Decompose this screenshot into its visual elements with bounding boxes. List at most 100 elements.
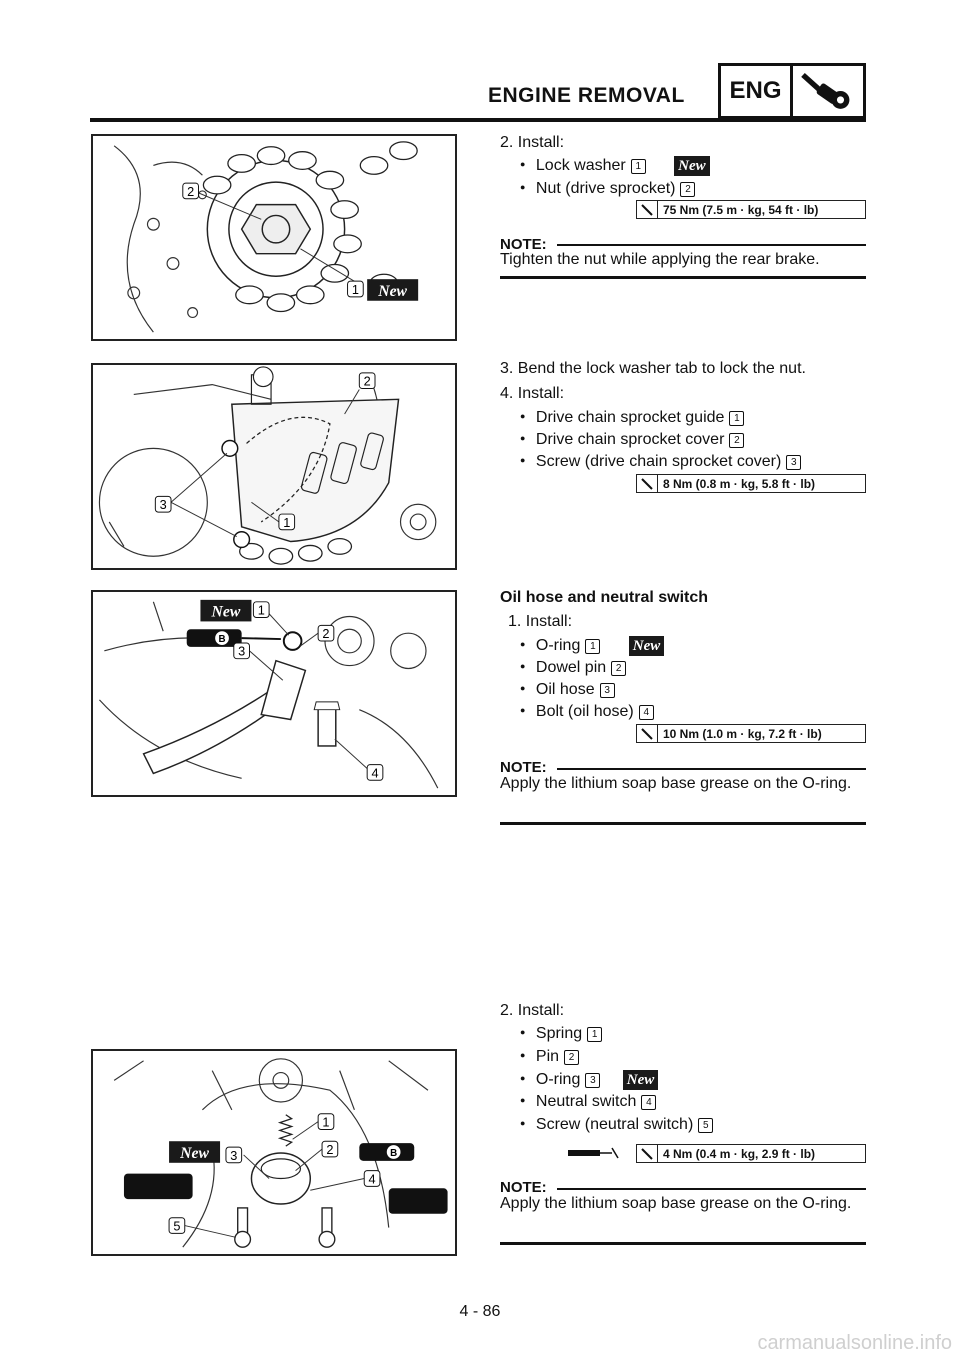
callout-4: 4: [369, 1171, 376, 1186]
torque-value: 4 Nm (0.4 m · kg, 2.9 ft · lb): [663, 1146, 816, 1161]
torque-wrench-icon: [637, 475, 658, 492]
header-rule: [90, 118, 866, 122]
callout-2: 2: [322, 626, 329, 641]
new-tag: New: [211, 604, 241, 621]
torque-wrench-icon: [637, 725, 658, 742]
item-label: O-ring: [535, 637, 581, 654]
item-number: 1: [630, 159, 646, 174]
callout-3: 3: [230, 1148, 237, 1163]
item-label: Dowel pin: [535, 659, 607, 676]
figure-neutral-switch: B New 1 2 3 4 5: [91, 1049, 457, 1256]
engine-wrench-icon: [790, 63, 866, 119]
item-number: 5: [698, 1118, 714, 1133]
page-number: 4 - 86: [459, 1303, 501, 1320]
callout-2: 2: [326, 1142, 333, 1157]
list-item: Bolt (oil hose) 4: [520, 703, 654, 721]
item-label: Neutral switch: [535, 1093, 637, 1110]
callout-4: 4: [371, 765, 378, 780]
new-tag: New: [179, 1145, 209, 1162]
item-label: Screw (drive chain sprocket cover): [535, 453, 782, 470]
item-number: 2: [564, 1050, 580, 1065]
note-end-rule: [500, 276, 866, 279]
torque-value: 8 Nm (0.8 m · kg, 5.8 ft · lb): [663, 476, 816, 491]
new-tag: New: [674, 156, 710, 176]
list-item: Nut (drive sprocket) 2: [520, 180, 696, 198]
step-install-2: 2. Install:: [500, 1002, 565, 1019]
callout-3: 3: [238, 644, 245, 659]
note-label: NOTE:: [500, 759, 547, 776]
item-number: 2: [680, 182, 696, 197]
list-item: Spring 1: [520, 1025, 603, 1043]
item-label: Bolt (oil hose): [535, 703, 634, 720]
list-item: Lock washer 1 New: [520, 156, 710, 176]
torque-wrench-icon: [637, 201, 658, 218]
item-number: 4: [641, 1095, 657, 1110]
note-end-rule: [500, 822, 866, 825]
new-tag: New: [377, 283, 407, 300]
note-rule: [557, 244, 866, 246]
section-title: Oil hose and neutral switch: [500, 589, 709, 606]
note-rule: [557, 768, 866, 770]
note-text: Apply the lithium soap base grease on th…: [500, 775, 852, 792]
item-number: 1: [587, 1027, 603, 1042]
note-text: Tighten the nut while applying the rear …: [500, 251, 820, 268]
callout-5: 5: [173, 1218, 180, 1233]
list-item: Oil hose 3: [520, 681, 615, 699]
note-end-rule: [500, 1242, 866, 1245]
list-item: Dowel pin 2: [520, 659, 627, 677]
item-number: 3: [585, 1073, 601, 1088]
figure-sprocket-cover: 2 3 1: [91, 363, 457, 570]
step-install-1: 1. Install:: [508, 613, 573, 630]
note-text: Apply the lithium soap base grease on th…: [500, 1195, 852, 1212]
grease-b-label: B: [218, 634, 225, 645]
note-rule: [557, 1188, 866, 1190]
note-label: NOTE:: [500, 236, 547, 253]
item-label: Spring: [535, 1025, 583, 1042]
list-item: O-ring 3 New: [520, 1070, 659, 1090]
torque-wrench-icon: [637, 1145, 658, 1162]
item-number: 3: [599, 683, 615, 698]
callout-2: 2: [364, 374, 371, 389]
list-item: Neutral switch 4: [520, 1093, 657, 1111]
item-label: Nut (drive sprocket): [535, 180, 676, 197]
section-code-box: ENG: [718, 63, 790, 119]
item-label: Screw (neutral switch): [535, 1116, 694, 1133]
list-item: Screw (drive chain sprocket cover) 3: [520, 453, 802, 471]
list-item: Screw (neutral switch) 5: [520, 1116, 714, 1134]
note-label: NOTE:: [500, 1179, 547, 1196]
torque-value: 75 Nm (7.5 m · kg, 54 ft · lb): [663, 202, 819, 217]
item-number: 1: [585, 639, 601, 654]
watermark: carmanualsonline.info: [757, 1332, 952, 1354]
torque-spec: 8 Nm (0.8 m · kg, 5.8 ft · lb): [636, 474, 866, 493]
list-item: Drive chain sprocket cover 2: [520, 431, 745, 449]
item-label: Drive chain sprocket guide: [535, 409, 725, 426]
torque-spec: 4 Nm (0.4 m · kg, 2.9 ft · lb): [636, 1144, 866, 1163]
step-install-1: 2. Install:: [500, 134, 565, 151]
callout-1: 1: [322, 1115, 329, 1130]
item-label: O-ring: [535, 1071, 581, 1088]
item-number: 2: [611, 661, 627, 676]
item-number: 2: [729, 433, 745, 448]
step-bend-tab: 3. Bend the lock washer tab to lock the …: [500, 360, 806, 377]
torque-spec: 10 Nm (1.0 m · kg, 7.2 ft · lb): [636, 724, 866, 743]
new-tag: New: [622, 1070, 659, 1090]
step-install-4: 4. Install:: [500, 385, 565, 402]
item-label: Lock washer: [535, 157, 626, 174]
item-number: 3: [786, 455, 802, 470]
item-number: 1: [729, 411, 745, 426]
grease-b-label: B: [390, 1148, 397, 1159]
callout-1: 1: [283, 515, 290, 530]
torque-value: 10 Nm (1.0 m · kg, 7.2 ft · lb): [663, 726, 822, 741]
figure-drive-sprocket-nut: 2 1 New: [91, 134, 457, 341]
callout-1: 1: [352, 282, 359, 297]
item-number: 4: [638, 705, 654, 720]
callout-2: 2: [187, 184, 194, 199]
callout-3: 3: [160, 497, 167, 512]
item-label: Drive chain sprocket cover: [535, 431, 725, 448]
figure-oil-hose: B New 1 2 3 4: [91, 590, 457, 797]
list-item: Drive chain sprocket guide 1: [520, 409, 745, 427]
page-title: ENGINE REMOVAL: [488, 84, 685, 107]
item-label: Oil hose: [535, 681, 595, 698]
